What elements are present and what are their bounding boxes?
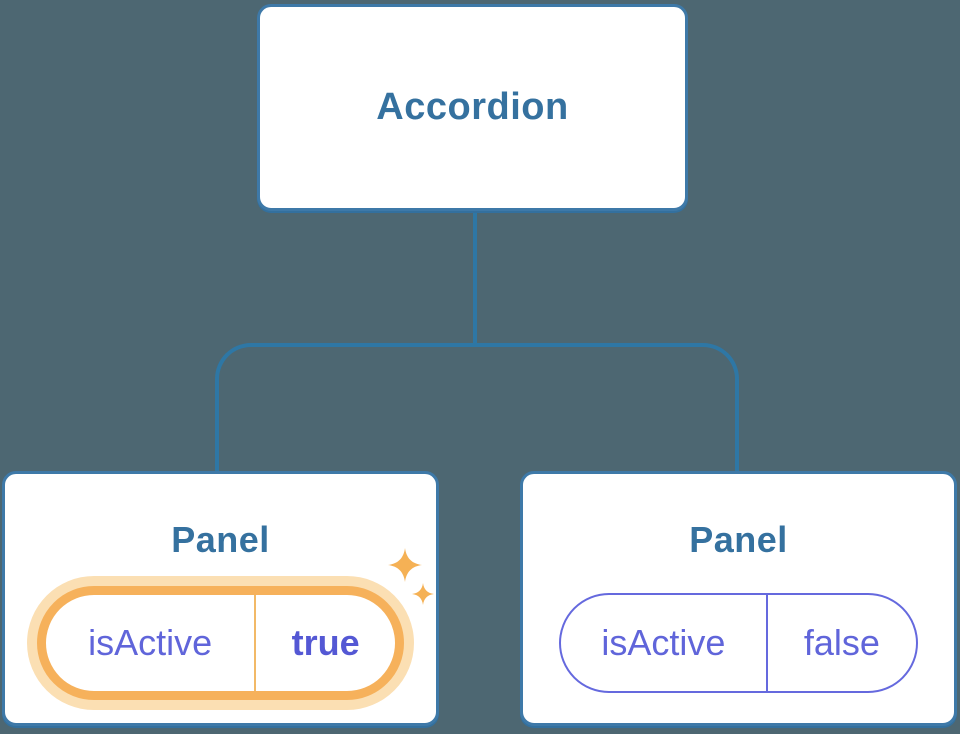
panel-node-label: Panel	[171, 519, 270, 560]
state-name: isActive	[88, 622, 213, 663]
panel-node-inactive: Panel isActive false	[520, 471, 957, 726]
sparkle-icon-small	[412, 583, 434, 605]
accordion-node: Accordion	[257, 4, 688, 211]
panel-node-label: Panel	[689, 519, 788, 560]
state-pill-active: isActive true	[37, 586, 404, 700]
panel-node-active: Panel isActive true	[2, 471, 439, 726]
accordion-node-label: Accordion	[376, 86, 569, 128]
state-value: false	[765, 595, 916, 691]
state-value: true	[254, 595, 395, 691]
sparkle-icon-large	[388, 548, 422, 582]
tree-connector-branch	[215, 343, 739, 474]
sparkle-icon	[388, 548, 434, 605]
state-name: isActive	[601, 622, 726, 663]
tree-connector-stem	[473, 209, 477, 346]
state-pill-inactive: isActive false	[559, 593, 918, 693]
